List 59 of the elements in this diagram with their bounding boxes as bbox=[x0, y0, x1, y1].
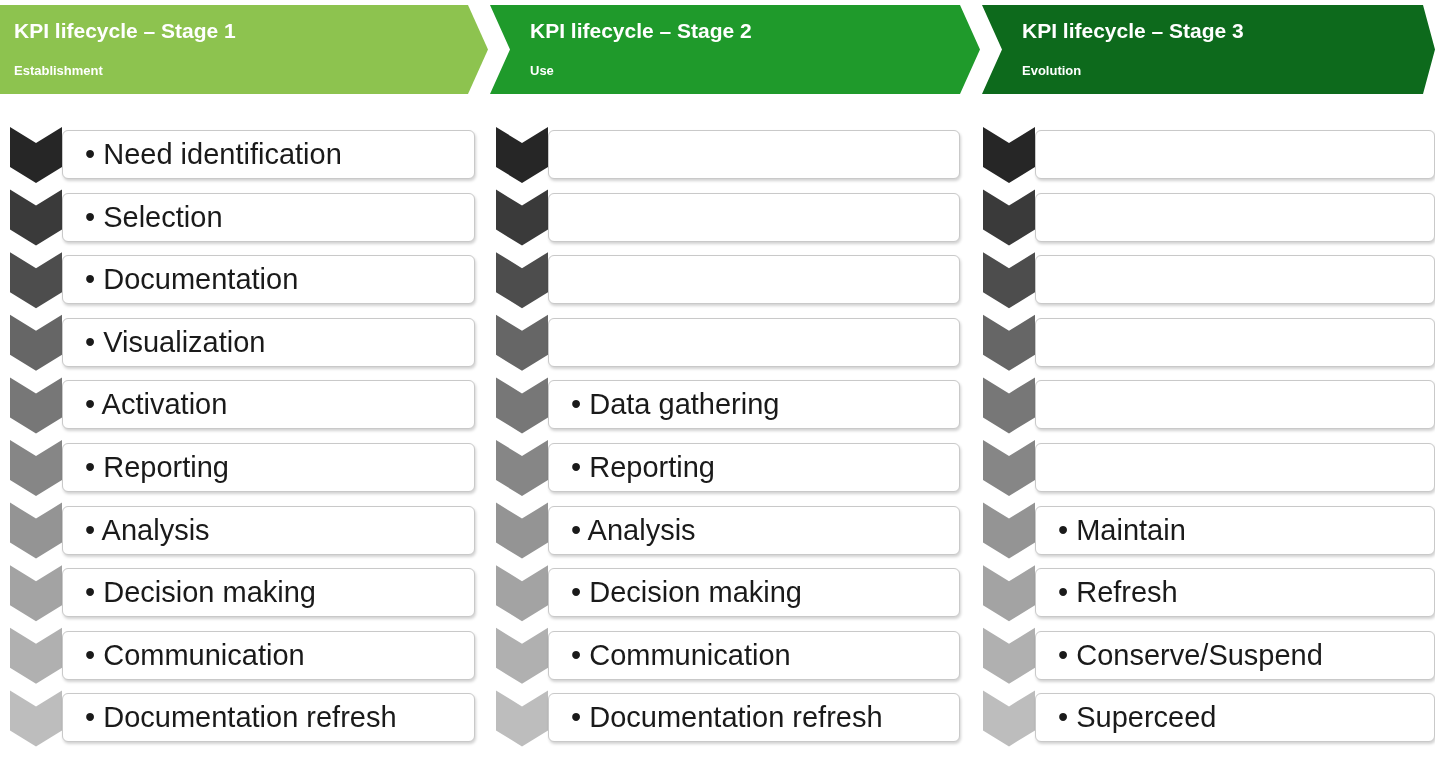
step-label: • Documentation refresh bbox=[85, 701, 397, 735]
step-box bbox=[62, 255, 475, 305]
step-label: • Documentation refresh bbox=[571, 701, 883, 735]
empty-box bbox=[548, 192, 960, 242]
step-label: • Documentation bbox=[85, 263, 299, 297]
stage-subtitle: Evolution bbox=[1022, 63, 1082, 78]
step-label: • Visualization bbox=[85, 325, 266, 359]
stage-banner bbox=[982, 5, 1435, 94]
empty-box bbox=[548, 317, 960, 367]
step-box bbox=[62, 505, 475, 555]
step-box bbox=[1035, 568, 1435, 618]
step-box bbox=[1035, 630, 1435, 680]
step-box bbox=[548, 443, 960, 492]
step-label: • Conserve/Suspend bbox=[1058, 638, 1323, 672]
step-label: • Reporting bbox=[85, 451, 229, 484]
stage-subtitle: Establishment bbox=[14, 63, 103, 78]
stage-subtitle: Use bbox=[530, 63, 554, 78]
step-label: • Decision making bbox=[571, 576, 802, 610]
step-box bbox=[62, 443, 475, 492]
step-label: • Data gathering bbox=[571, 388, 780, 422]
step-box bbox=[62, 317, 475, 367]
stage-title: KPI lifecycle – Stage 1 bbox=[14, 19, 236, 43]
step-box bbox=[62, 130, 475, 179]
step-label: • Superceed bbox=[1058, 701, 1217, 735]
step-label: • Analysis bbox=[85, 513, 210, 547]
step-box bbox=[1035, 693, 1435, 743]
stage-title: KPI lifecycle – Stage 2 bbox=[530, 19, 752, 43]
step-label: • Refresh bbox=[1058, 576, 1178, 610]
empty-box bbox=[548, 255, 960, 305]
step-label: • Selection bbox=[85, 200, 223, 234]
step-label: • Need identification bbox=[85, 138, 342, 171]
step-label: • Communication bbox=[571, 638, 791, 672]
step-box bbox=[62, 568, 475, 618]
step-box bbox=[62, 380, 475, 430]
step-box bbox=[62, 693, 475, 743]
step-label: • Maintain bbox=[1058, 513, 1186, 547]
step-label: • Analysis bbox=[571, 513, 696, 547]
step-box bbox=[62, 630, 475, 680]
stage-title: KPI lifecycle – Stage 3 bbox=[1022, 19, 1244, 43]
empty-box bbox=[1035, 443, 1435, 492]
step-label: • Decision making bbox=[85, 576, 316, 610]
step-box bbox=[548, 505, 960, 555]
step-box bbox=[548, 380, 960, 430]
step-box bbox=[62, 192, 475, 242]
stage-banner bbox=[490, 5, 980, 94]
empty-box bbox=[1035, 380, 1435, 430]
step-label: • Reporting bbox=[571, 451, 715, 484]
step-label: • Activation bbox=[85, 388, 228, 422]
step-box bbox=[548, 693, 960, 743]
empty-box bbox=[1035, 317, 1435, 367]
empty-box bbox=[1035, 192, 1435, 242]
empty-box bbox=[1035, 130, 1435, 179]
empty-box bbox=[548, 130, 960, 179]
step-label: • Communication bbox=[85, 638, 305, 672]
empty-box bbox=[1035, 255, 1435, 305]
stage-banner bbox=[0, 5, 488, 94]
step-box bbox=[548, 568, 960, 618]
step-box bbox=[1035, 505, 1435, 555]
step-box bbox=[548, 630, 960, 680]
